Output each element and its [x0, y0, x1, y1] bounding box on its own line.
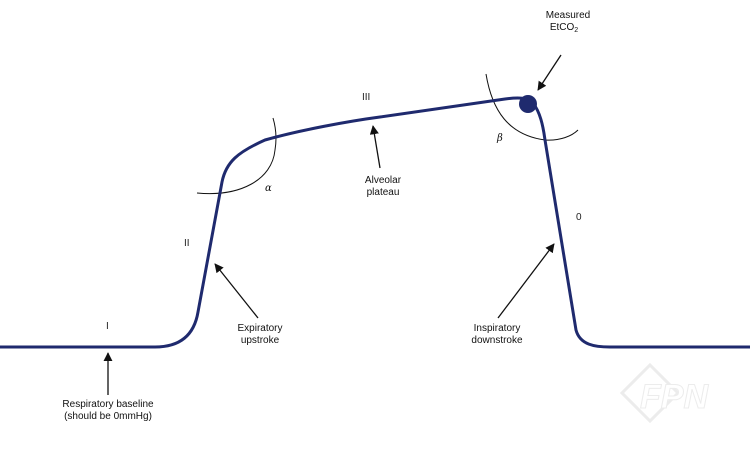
svg-text:Expiratory: Expiratory — [237, 323, 282, 334]
svg-text:Respiratory baseline: Respiratory baseline — [62, 399, 154, 410]
svg-text:Inspiratory: Inspiratory — [474, 323, 521, 334]
respiratory-baseline-label: Respiratory baseline (should be 0mmHg) — [62, 399, 154, 422]
inspiratory-downstroke-arrow — [497, 243, 555, 319]
svg-text:Alveolar: Alveolar — [365, 175, 402, 186]
svg-text:Measured: Measured — [546, 10, 590, 21]
svg-text:(should be 0mmHg): (should be 0mmHg) — [64, 411, 152, 422]
expiratory-upstroke-arrow — [214, 263, 259, 319]
alveolar-plateau-label: Alveolar plateau — [365, 175, 402, 198]
alpha-label: α — [265, 183, 272, 194]
phase-label-II: II — [184, 238, 190, 249]
svg-text:upstroke: upstroke — [241, 335, 280, 346]
phase-label-0: 0 — [576, 212, 582, 223]
svg-text:EtCO2: EtCO2 — [550, 22, 578, 34]
capnogram-waveform — [0, 96, 750, 349]
fpn-watermark: FPN — [619, 362, 710, 424]
measured-etco2-label: Measured EtCO2 — [546, 10, 590, 34]
alpha-angle-arc — [196, 117, 277, 195]
svg-text:FPN: FPN — [640, 378, 709, 416]
alveolar-plateau-arrow — [369, 125, 381, 169]
svg-text:plateau: plateau — [367, 187, 400, 198]
inspiratory-downstroke-label: Inspiratory downstroke — [471, 323, 523, 346]
beta-label: β — [496, 133, 503, 144]
etco2-arrow — [537, 54, 562, 91]
svg-text:downstroke: downstroke — [471, 335, 523, 346]
phase-label-I: I — [106, 321, 109, 332]
phase-label-III: III — [362, 92, 370, 103]
expiratory-upstroke-label: Expiratory upstroke — [237, 323, 282, 346]
etco2-marker-dot — [519, 95, 537, 113]
